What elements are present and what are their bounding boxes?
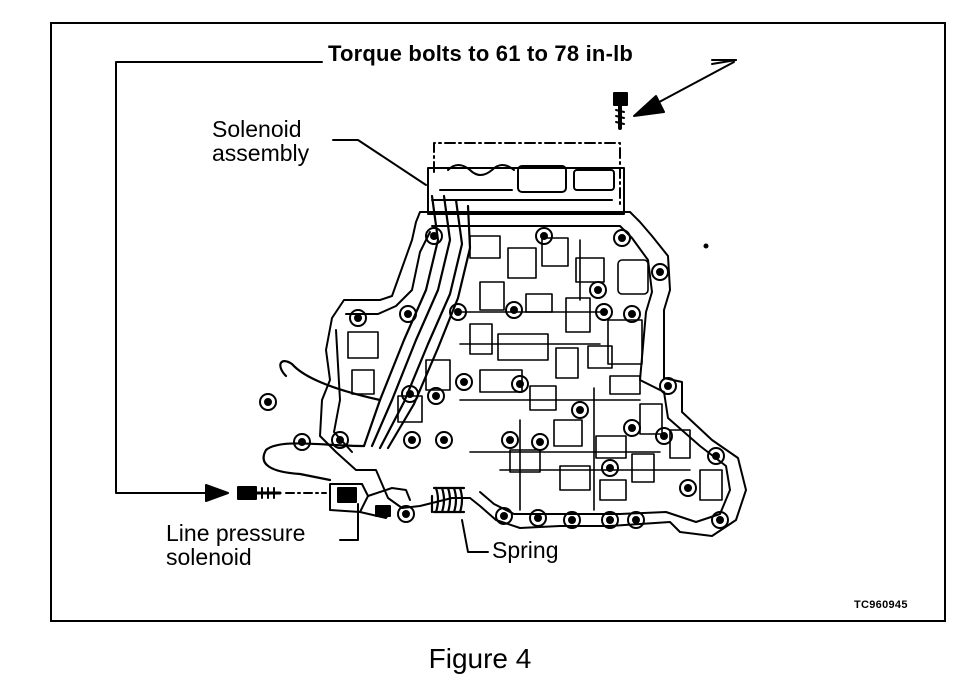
torque-bolt	[613, 92, 628, 130]
line-pressure-solenoid	[237, 483, 411, 519]
torque-leader-line	[115, 59, 737, 502]
figure-code: TC960945	[854, 599, 908, 611]
valve-body-bolts	[259, 227, 729, 529]
spring-label: Spring	[492, 537, 559, 563]
line-pressure-leader	[339, 503, 359, 541]
line-pressure-solenoid-label-line2: solenoid	[166, 544, 252, 571]
solenoid-assembly-leader	[332, 139, 427, 186]
torque-callout-label: Torque bolts to 61 to 78 in-lb	[328, 41, 634, 66]
valve-body-passages	[347, 235, 723, 511]
solenoid-assembly	[427, 164, 625, 215]
line-pressure-solenoid-label: Line pressure solenoid	[166, 521, 305, 569]
solenoid-assembly-label: Solenoid assembly	[212, 117, 309, 165]
spring	[430, 486, 466, 514]
solenoid-assembly-label-line2: assembly	[212, 140, 310, 167]
torque-arrow	[633, 61, 735, 117]
solenoid-assembly-label-line1: Solenoid	[212, 116, 302, 142]
wiring-harness	[262, 194, 472, 482]
figure-frame	[50, 22, 946, 622]
stray-mark	[703, 243, 709, 249]
valve-body-outline	[319, 211, 747, 537]
solenoid-assembly-outline	[433, 142, 621, 209]
spring-leader	[461, 519, 489, 553]
figure-caption: Figure 4	[428, 643, 532, 674]
line-pressure-solenoid-label-line1: Line pressure	[166, 520, 306, 546]
